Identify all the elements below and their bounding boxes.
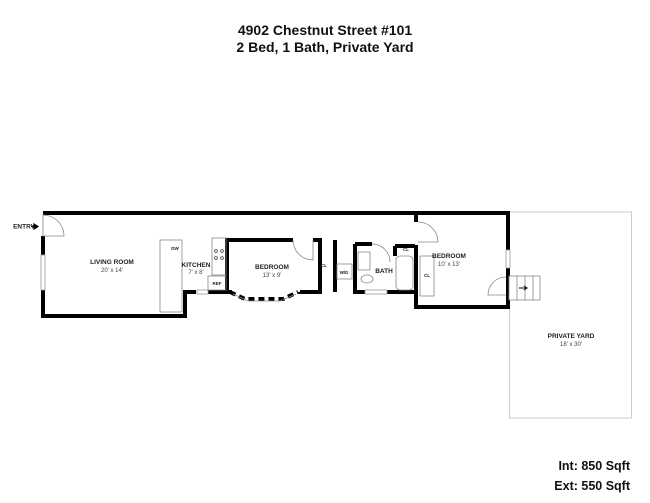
room-name: BATH	[375, 268, 393, 275]
bedroom2-door[interactable]	[417, 221, 439, 243]
room-dims: 18' x 30'	[560, 342, 582, 348]
room-name: KITCHEN	[182, 262, 211, 269]
listing-summary: 2 Bed, 1 Bath, Private Yard	[236, 39, 414, 55]
window	[196, 289, 209, 295]
burners-icon	[214, 249, 224, 260]
yard-door[interactable]	[487, 276, 507, 296]
room-name: BEDROOM	[432, 253, 466, 260]
private-yard-area	[509, 211, 632, 419]
room-dims: 20' x 14'	[101, 268, 123, 274]
room-dims: 10' x 13'	[438, 262, 460, 268]
room-name: LIVING ROOM	[90, 259, 134, 266]
refrigerator-label: REF	[213, 281, 222, 286]
closet-label: CL	[321, 263, 327, 268]
kitchen-counter	[159, 239, 183, 313]
closet-label: CL	[424, 273, 430, 278]
room-name: BEDROOM	[255, 264, 289, 271]
dishwasher-label: DW	[171, 246, 179, 251]
entry-label: ENTRY	[13, 224, 35, 231]
refrigerator	[207, 275, 227, 291]
washer-dryer	[336, 263, 353, 280]
window	[505, 249, 511, 269]
bay-window-glass	[232, 293, 297, 302]
window	[40, 254, 46, 291]
room-name: PRIVATE YARD	[548, 333, 595, 340]
washer-dryer-label: W/D	[340, 270, 349, 275]
entry-door[interactable]	[42, 214, 65, 237]
closet	[419, 255, 435, 297]
exterior-area: Ext: 550 Sqft	[554, 479, 630, 493]
bathtub	[395, 255, 414, 291]
address-title: 4902 Chestnut Street #101	[237, 22, 413, 38]
entry-arrow-icon	[31, 222, 40, 231]
closet-label: CL	[403, 247, 409, 252]
room-dims: 13' x 9'	[263, 273, 282, 279]
window	[364, 289, 388, 295]
interior-area: Int: 850 Sqft	[558, 459, 630, 473]
bedroom-door[interactable]	[292, 239, 314, 261]
toilet	[360, 274, 374, 284]
stove	[211, 237, 227, 276]
bath-door[interactable]	[371, 243, 391, 263]
bay-window	[229, 290, 299, 301]
stairs-arrow-icon	[519, 285, 528, 291]
room-dims: 7' x 8'	[188, 270, 203, 276]
sink	[357, 251, 371, 271]
